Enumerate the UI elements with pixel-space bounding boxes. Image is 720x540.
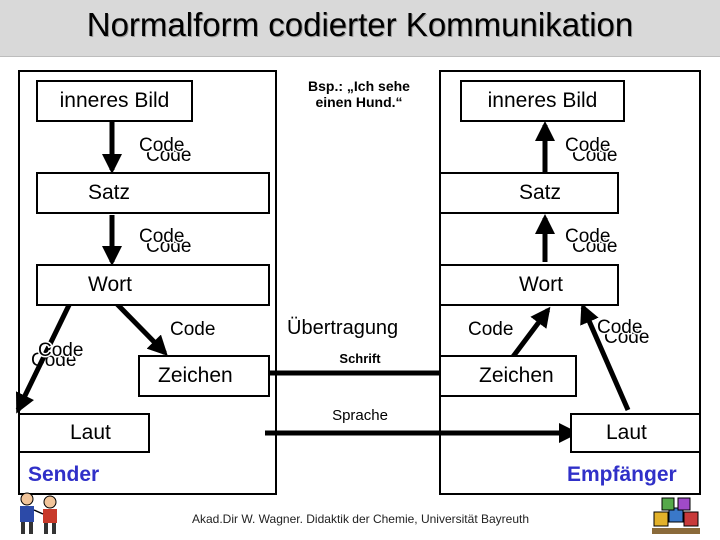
abc-blocks-clipart-icon [652,497,700,534]
sender-line-word-to-sound [15,301,73,414]
receiver-code-right: Code [595,316,643,340]
sender-word-box: Wort [36,264,270,306]
sender-inner-image-box: inneres Bild [36,80,193,122]
sender-code-left-shadow: Code [31,350,77,371]
people-clipart-icon [20,492,57,534]
transmission-writing-label: Schrift [339,351,381,366]
receiver-label: Empfänger [567,463,677,486]
receiver-sentence-label: Satz [519,181,562,204]
receiver-code-sentence: Code [563,225,611,249]
sender-code-sentence-shadow: Code [146,236,192,257]
receiver-sound-box: Laut [570,413,701,453]
page-title: Normalform codierter Kommunikation [86,6,634,43]
receiver-line-sound-to-word [580,303,631,412]
receiver-code-right-shadow: Code [604,327,650,348]
receiver-sound-label: Laut [606,421,647,444]
receiver-code-sentence-shadow: Code [572,236,618,257]
receiver-signs-box: Zeichen [439,355,577,397]
receiver-word-box: Wort [439,264,619,306]
sender-signs-label: Zeichen [158,364,233,387]
receiver-code-inner-shadow: Code [572,145,618,166]
sender-signs-box: Zeichen [138,355,270,397]
sender-sound-box: Laut [18,413,150,453]
title-bar: Normalform codierter Kommunikation [0,0,720,57]
sender-code-sentence: Code [137,225,185,249]
sender-sound-label: Laut [70,421,111,444]
sender-code-word: Code [170,319,216,340]
receiver-sentence-box: Satz [439,172,619,214]
sender-sentence-label: Satz [88,181,131,204]
footer-credit: Akad.Dir W. Wagner. Didaktik der Chemie,… [192,512,530,526]
sender-line-word-to-signs [114,301,168,356]
receiver-line-signs-to-word [510,306,551,360]
sender-sentence-box: Satz [36,172,270,214]
sender-code-left: Code [36,339,84,363]
transmission-heading: Übertragung [287,317,399,339]
sender-inner-image-label: inneres Bild [59,89,170,112]
example-sentence: Bsp.: „Ich sehe einen Hund.“ [308,78,410,110]
receiver-code-inner: Code [563,134,611,158]
receiver-word-label: Wort [519,273,563,296]
receiver-inner-image-label: inneres Bild [487,89,598,112]
sender-code-inner-shadow: Code [146,145,192,166]
receiver-code-word: Code [468,319,514,340]
transmission-speech-label: Sprache [332,407,388,424]
sender-code-inner: Code [137,134,185,158]
receiver-signs-label: Zeichen [479,364,554,387]
sender-word-label: Wort [88,273,132,296]
sender-frame [18,70,277,495]
sender-label: Sender [28,463,100,486]
receiver-inner-image-box: inneres Bild [460,80,625,122]
